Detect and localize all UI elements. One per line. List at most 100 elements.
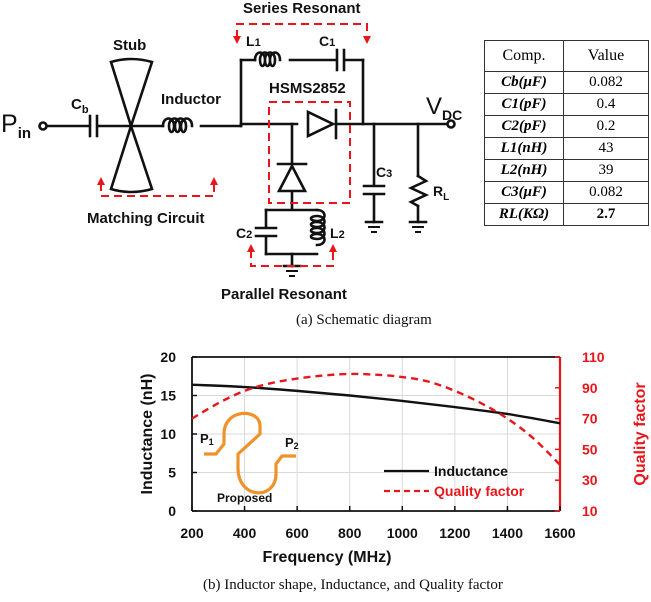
diode-shunt [276, 162, 308, 193]
x-tick-label: 400 [233, 525, 257, 541]
comp-cell: Cb(μF) [484, 71, 564, 94]
arrow-up-icon [329, 244, 337, 252]
annotation-arrows [97, 36, 371, 252]
y-tick-label: 0 [168, 503, 176, 519]
matching-circuit-label: Matching Circuit [87, 210, 205, 227]
arrow-up-icon [210, 177, 218, 185]
table-header: Value [563, 40, 649, 72]
x-axis-title: Frequency (MHz) [263, 549, 392, 566]
l2-label: L2 [330, 225, 345, 241]
diode-part-label: HSMS2852 [269, 80, 346, 97]
x-tick-label: 1200 [439, 525, 470, 541]
y2-tick-label: 110 [582, 349, 605, 365]
parallel-resonant-label: Parallel Resonant [221, 286, 347, 303]
axes [191, 356, 562, 512]
c3-label: C3 [376, 164, 393, 180]
x-tick-label: 800 [338, 525, 362, 541]
comp-cell: RL(KΩ) [484, 203, 564, 226]
y-tick-label: 15 [160, 388, 176, 404]
value-cell: 39 [563, 159, 649, 182]
capacitor-cb [88, 114, 99, 138]
inductance-line [191, 383, 561, 425]
pin-label: Pin [1, 110, 32, 142]
inset-proposed-label: Proposed [217, 491, 272, 505]
y-tick-label: 20 [160, 349, 176, 365]
table-row: C3(μF)0.082 [484, 181, 649, 204]
component-table: Comp. Value Cb(μF)0.082 C1(pF)0.4 C2(pF)… [484, 40, 649, 226]
ground-rl [408, 220, 428, 233]
x-tick-label: 1600 [544, 525, 575, 541]
series-resonant-label: Series Resonant [243, 0, 361, 17]
capacitor-c1 [335, 48, 346, 72]
comp-cell: C1(pF) [484, 93, 564, 116]
inductor-l1 [253, 51, 282, 68]
capacitor-c3 [362, 184, 386, 196]
comp-cell: L2(nH) [484, 159, 564, 182]
series-layer [191, 372, 561, 466]
y2-tick-label: 70 [582, 411, 598, 427]
x-tick-label: 600 [285, 525, 309, 541]
x-tick-label: 200 [180, 525, 204, 541]
stub-label: Stub [113, 37, 147, 54]
y-axis-title: Inductance (nH) [139, 374, 156, 495]
table-row: C1(pF)0.4 [484, 93, 649, 116]
table-header-row: Comp. Value [484, 40, 649, 72]
inset-port1-label: P1 [200, 431, 214, 447]
y2-tick-label: 30 [582, 472, 598, 488]
y2-tick-label: 10 [582, 503, 598, 519]
chart-caption: (b) Inductor shape, Inductance, and Qual… [203, 577, 503, 593]
x-tick-label: 1000 [387, 525, 418, 541]
arrow-down-icon [363, 36, 371, 44]
value-cell: 43 [563, 137, 649, 160]
cb-label: Cb [71, 96, 89, 116]
comp-cell: L1(nH) [484, 137, 564, 160]
rl-label: RL [433, 183, 450, 203]
quality-factor-line [191, 372, 561, 466]
arrow-down-icon [233, 36, 241, 44]
radial-stub [109, 57, 154, 194]
c2-label: C2 [236, 225, 253, 241]
arrow-up-icon [97, 177, 105, 185]
inductor-label: Inductor [161, 91, 221, 108]
ground-c3 [364, 220, 384, 233]
table-row: Cb(μF)0.082 [484, 71, 649, 94]
y-tick-label: 5 [168, 465, 176, 481]
table-row: RL(KΩ)2.7 [484, 203, 649, 226]
diode-dashed-box [268, 101, 351, 204]
pin-terminal [38, 121, 48, 131]
diode-series [306, 108, 338, 140]
vdc-terminal [446, 119, 456, 129]
l1-label: L1 [246, 33, 261, 49]
value-cell: 0.082 [563, 71, 649, 94]
value-cell: 0.082 [563, 181, 649, 204]
value-cell: 0.2 [563, 115, 649, 138]
c1-label: C1 [319, 33, 336, 49]
table-row: L1(nH)43 [484, 137, 649, 160]
capacitor-c2 [254, 226, 278, 238]
comp-cell: C2(pF) [484, 115, 564, 138]
value-cell: 2.7 [563, 203, 649, 226]
y2-tick-label: 90 [582, 380, 598, 396]
table-header: Comp. [484, 40, 564, 72]
meander-inductor-shape [204, 411, 296, 495]
value-cell: 0.4 [563, 93, 649, 116]
ground-tank [282, 264, 302, 277]
legend: Inductance Quality factor [384, 463, 525, 499]
series-resonant-bracket [236, 23, 368, 38]
comp-cell: C3(μF) [484, 181, 564, 204]
inductor-shape-inset [204, 411, 296, 495]
matching-circuit-bracket [100, 183, 215, 197]
table-row: L2(nH)39 [484, 159, 649, 182]
arrow-up-icon [247, 244, 255, 252]
inductor [161, 117, 194, 134]
vdc-label: VDC [426, 93, 463, 123]
y2-tick-label: 50 [582, 441, 598, 457]
legend-label-inductance: Inductance [434, 463, 508, 479]
y-tick-label: 10 [160, 426, 176, 442]
inset-port2-label: P2 [285, 435, 299, 451]
y2-axis-title: Quality factor [632, 382, 649, 485]
table-row: C2(pF)0.2 [484, 115, 649, 138]
inductor-l2 [309, 208, 326, 247]
